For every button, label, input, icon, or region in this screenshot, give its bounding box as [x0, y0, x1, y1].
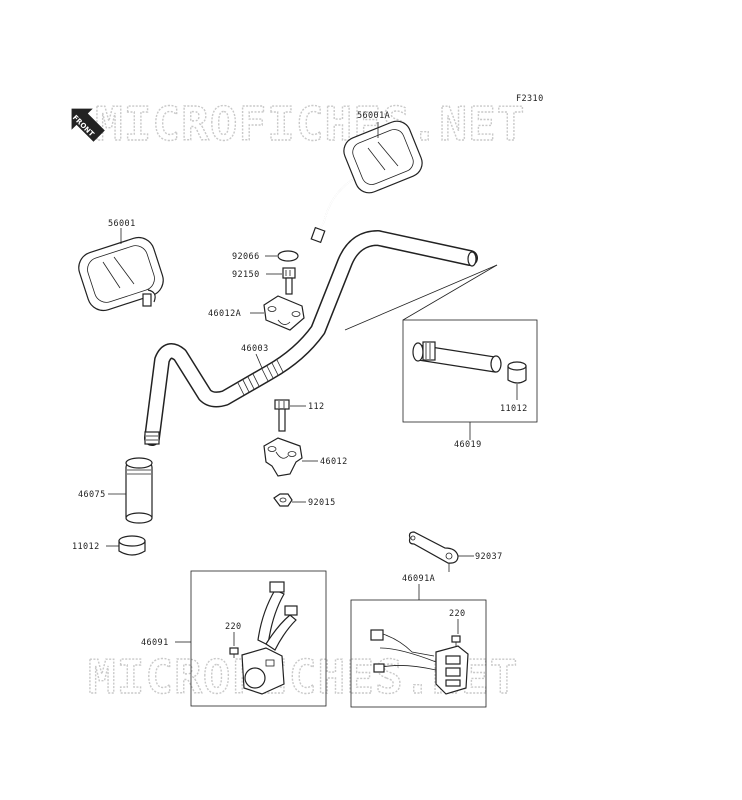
- screw-left: [229, 647, 239, 658]
- handlebar: [144, 230, 478, 446]
- mirror-left: [78, 236, 164, 312]
- label-screw-left: 220: [225, 622, 242, 632]
- label-holder-upper: 46012A: [208, 309, 241, 319]
- label-throttle-grip: 46019: [454, 440, 482, 450]
- holder-lower: [263, 437, 303, 477]
- figure-code: F2310: [516, 94, 544, 104]
- front-arrow-icon: FRONT: [71, 108, 105, 142]
- label-grip-left: 46075: [78, 490, 106, 500]
- lever-bracket: [408, 531, 459, 572]
- switch-left: [241, 581, 298, 695]
- label-bolt-lower: 112: [308, 402, 325, 412]
- label-switch-left: 46091: [141, 638, 169, 648]
- holder-upper: [263, 295, 305, 331]
- label-lever-bracket: 92037: [475, 552, 503, 562]
- cap-part: [277, 250, 299, 262]
- end-cap-right: [507, 361, 527, 384]
- label-bolt-upper: 92150: [232, 270, 260, 280]
- watermark-top: MICROFICHES.NET: [95, 97, 525, 151]
- right-switch-box: [350, 599, 487, 708]
- label-mirror-left: 56001: [108, 219, 136, 229]
- label-screw-right: 220: [449, 609, 466, 619]
- bolt-lower: [274, 399, 290, 432]
- end-cap-left: [118, 535, 146, 556]
- label-cap: 92066: [232, 252, 260, 262]
- nut-part: [273, 493, 293, 507]
- label-holder-lower: 46012: [320, 457, 348, 467]
- label-nut: 92015: [308, 498, 336, 508]
- grip-left: [125, 457, 153, 524]
- left-switch-box: [190, 570, 327, 707]
- label-end-cap-left: 11012: [72, 542, 100, 552]
- label-handlebar: 46003: [241, 344, 269, 354]
- label-switch-right: 46091A: [402, 574, 435, 584]
- throttle-grip: [412, 341, 502, 373]
- bolt-upper: [282, 267, 296, 295]
- label-end-cap-right: 11012: [500, 404, 528, 414]
- screw-right: [451, 635, 461, 646]
- label-mirror-right: 56001A: [357, 111, 390, 121]
- switch-right: [370, 629, 469, 695]
- mirror-right: [310, 120, 423, 244]
